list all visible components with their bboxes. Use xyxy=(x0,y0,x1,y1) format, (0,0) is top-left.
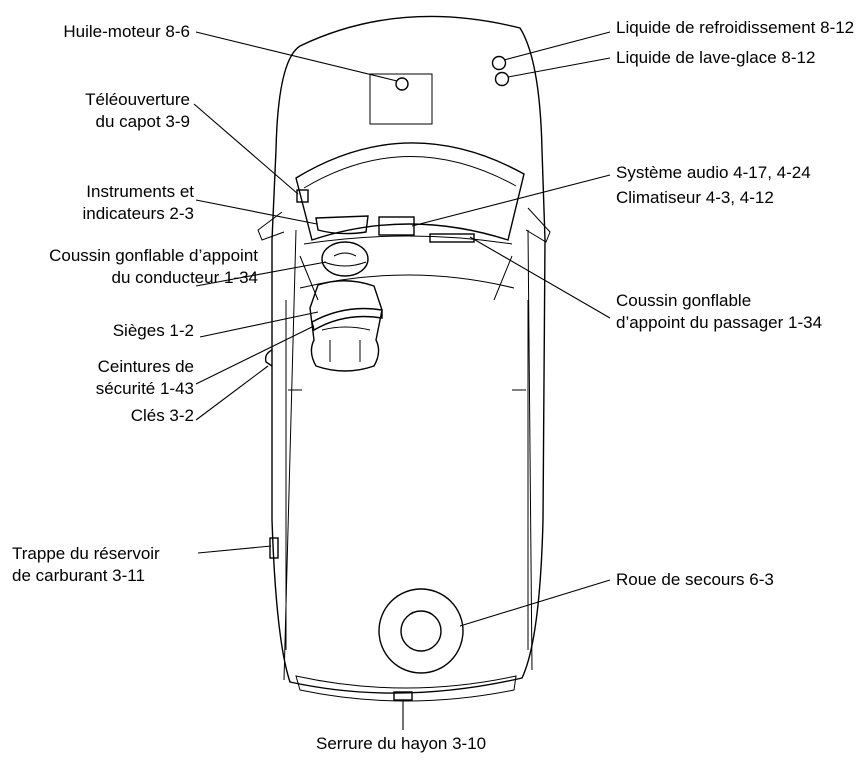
windshield-inner xyxy=(303,156,517,189)
instrument-cluster xyxy=(315,215,369,235)
leader-fuel-door xyxy=(197,545,272,554)
label-seats-text: Sièges 1-2 xyxy=(112,321,194,340)
engine-compartment xyxy=(369,73,433,125)
leader-seat-belts xyxy=(195,325,315,385)
audio-unit xyxy=(378,216,415,236)
leader-instruments xyxy=(195,199,318,225)
engine-oil-cap xyxy=(395,77,409,91)
label-seat-belts-line2: sécurité 1-43 xyxy=(95,379,194,398)
coolant-cap xyxy=(491,55,507,71)
hood-release-handle xyxy=(296,189,309,203)
label-hood-release: Téléouverture du capot 3-9 xyxy=(85,89,190,133)
label-seat-belts: Ceintures de sécurité 1-43 xyxy=(96,356,194,400)
label-liftgate-lock: Serrure du hayon 3-10 xyxy=(316,733,486,755)
washer-fluid-cap xyxy=(494,71,510,87)
leader-keys xyxy=(195,365,269,421)
label-liftgate-lock-text: Serrure du hayon 3-10 xyxy=(316,734,487,753)
spare-tire-inner xyxy=(400,610,442,652)
leader-audio xyxy=(411,174,611,227)
steering-wheel-hub xyxy=(323,252,367,267)
label-fuel-door-line1: Trappe du réservoir xyxy=(12,544,160,563)
leader-washer-fluid xyxy=(507,57,611,78)
windshield xyxy=(295,142,525,241)
label-fuel-door: Trappe du réservoir de carburant 3-11 xyxy=(12,543,160,587)
label-fuel-door-line2: de carburant 3-11 xyxy=(12,566,145,585)
label-climate-text: Climatiseur 4-3, 4-12 xyxy=(616,188,774,207)
label-instruments-line2: indicateurs 2-3 xyxy=(82,204,194,223)
label-engine-oil-text: Huile-moteur 8-6 xyxy=(63,22,190,41)
label-hood-release-line1: Téléouverture xyxy=(85,90,190,109)
seat-belt xyxy=(311,307,383,332)
fuel-door xyxy=(269,537,279,559)
label-driver-airbag: Coussin gonflable d’appoint du conducteu… xyxy=(49,245,258,289)
spare-tire-outer xyxy=(378,588,464,674)
leader-driver-airbag xyxy=(195,261,327,287)
rear-bumper xyxy=(295,675,517,702)
label-keys: Clés 3-2 xyxy=(131,405,194,427)
label-coolant: Liquide de refroidissement 8-12 xyxy=(616,17,854,39)
label-audio-climate: Système audio 4-17, 4-24 Climatiseur 4-3… xyxy=(616,160,811,210)
label-passenger-airbag: Coussin gonflable d’appoint du passager … xyxy=(616,290,822,334)
leader-passenger-airbag xyxy=(469,236,611,319)
label-keys-text: Clés 3-2 xyxy=(130,406,194,425)
car-body-outline xyxy=(271,15,546,694)
passenger-airbag-panel xyxy=(429,233,475,243)
right-mirror xyxy=(525,207,551,243)
label-engine-oil: Huile-moteur 8-6 xyxy=(63,21,190,43)
leader-hood-release xyxy=(193,103,299,195)
label-hood-release-line2: du capot 3-9 xyxy=(95,112,190,131)
driver-seat xyxy=(309,280,383,372)
label-washer-fluid: Liquide de lave-glace 8-12 xyxy=(616,47,815,69)
label-seats: Sièges 1-2 xyxy=(113,320,194,342)
steering-wheel xyxy=(321,241,369,277)
label-washer-fluid-text: Liquide de lave-glace 8-12 xyxy=(616,48,816,67)
label-instruments: Instruments et indicateurs 2-3 xyxy=(82,181,194,225)
left-side-trim xyxy=(285,300,302,650)
label-spare-tire-text: Roue de secours 6-3 xyxy=(616,570,774,589)
label-audio-text: Système audio 4-17, 4-24 xyxy=(616,163,811,182)
right-side-trim xyxy=(512,300,529,650)
leader-seats xyxy=(199,311,319,338)
label-instruments-line1: Instruments et xyxy=(86,182,194,201)
label-spare-tire: Roue de secours 6-3 xyxy=(616,569,774,591)
leader-coolant xyxy=(503,31,611,61)
label-passenger-airbag-line1: Coussin gonflable xyxy=(616,291,752,310)
left-mirror xyxy=(257,211,285,241)
key-slot xyxy=(264,349,273,367)
label-passenger-airbag-line2: d’appoint du passager 1-34 xyxy=(616,313,823,332)
label-coolant-text: Liquide de refroidissement 8-12 xyxy=(616,18,855,37)
label-driver-airbag-line2: du conducteur 1-34 xyxy=(111,268,259,287)
label-driver-airbag-line1: Coussin gonflable d’appoint xyxy=(49,246,258,265)
leader-engine-oil xyxy=(195,31,398,82)
leader-spare-tire xyxy=(459,579,611,627)
label-seat-belts-line1: Ceintures de xyxy=(97,357,194,376)
seat-cushion-lines xyxy=(321,326,371,362)
